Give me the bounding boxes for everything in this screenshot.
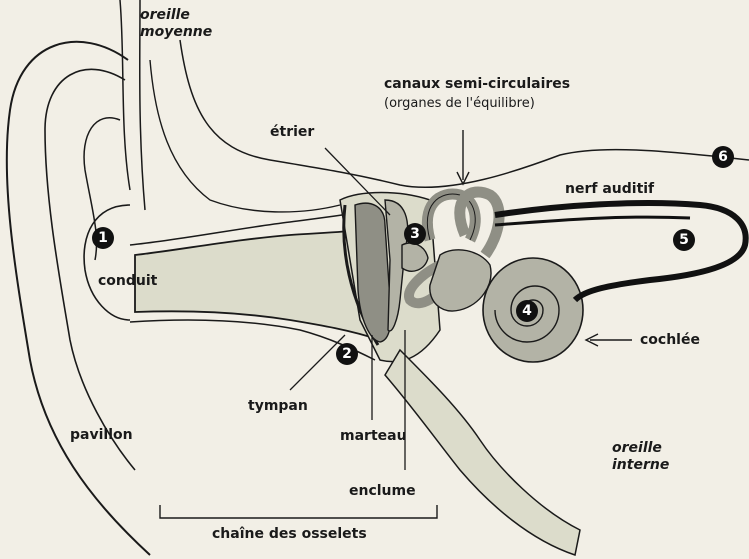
label-canaux-sub: (organes de l'équilibre): [384, 96, 535, 112]
label-oreille-moyenne-line1: oreille: [140, 7, 212, 24]
tympan-pointer: [290, 335, 345, 390]
label-oreille-interne-line2: interne: [612, 457, 669, 474]
marker-4: 4: [516, 300, 538, 322]
concha: [84, 205, 130, 320]
marker-2: 2: [336, 343, 358, 365]
label-conduit: conduit: [98, 273, 157, 290]
label-tympan: tympan: [248, 398, 308, 415]
nerve-auditif-inner: [495, 217, 690, 225]
label-nerf-auditif: nerf auditif: [565, 181, 654, 198]
pavillon-outline: [7, 42, 150, 555]
marker-6: 6: [712, 146, 734, 168]
label-etrier: étrier: [270, 124, 314, 141]
label-oreille-moyenne-line2: moyenne: [140, 24, 212, 41]
vestibule: [430, 250, 491, 311]
eustachian-tube: [385, 350, 580, 555]
temporal-outline: [180, 40, 749, 187]
chaine-bracket: [160, 505, 437, 518]
label-enclume: enclume: [349, 483, 416, 500]
label-marteau: marteau: [340, 428, 407, 445]
marker-5: 5: [673, 229, 695, 251]
label-oreille-interne: oreille interne: [612, 440, 669, 474]
label-canaux: canaux semi-circulaires: [384, 76, 570, 93]
label-chaine-osselets: chaîne des osselets: [212, 526, 367, 543]
label-oreille-interne-line1: oreille: [612, 440, 669, 457]
marker-1: 1: [92, 227, 114, 249]
label-oreille-moyenne: oreille moyenne: [140, 7, 212, 41]
label-cochlee: cochlée: [640, 332, 700, 349]
label-pavillon: pavillon: [70, 427, 133, 444]
marker-3: 3: [404, 223, 426, 245]
